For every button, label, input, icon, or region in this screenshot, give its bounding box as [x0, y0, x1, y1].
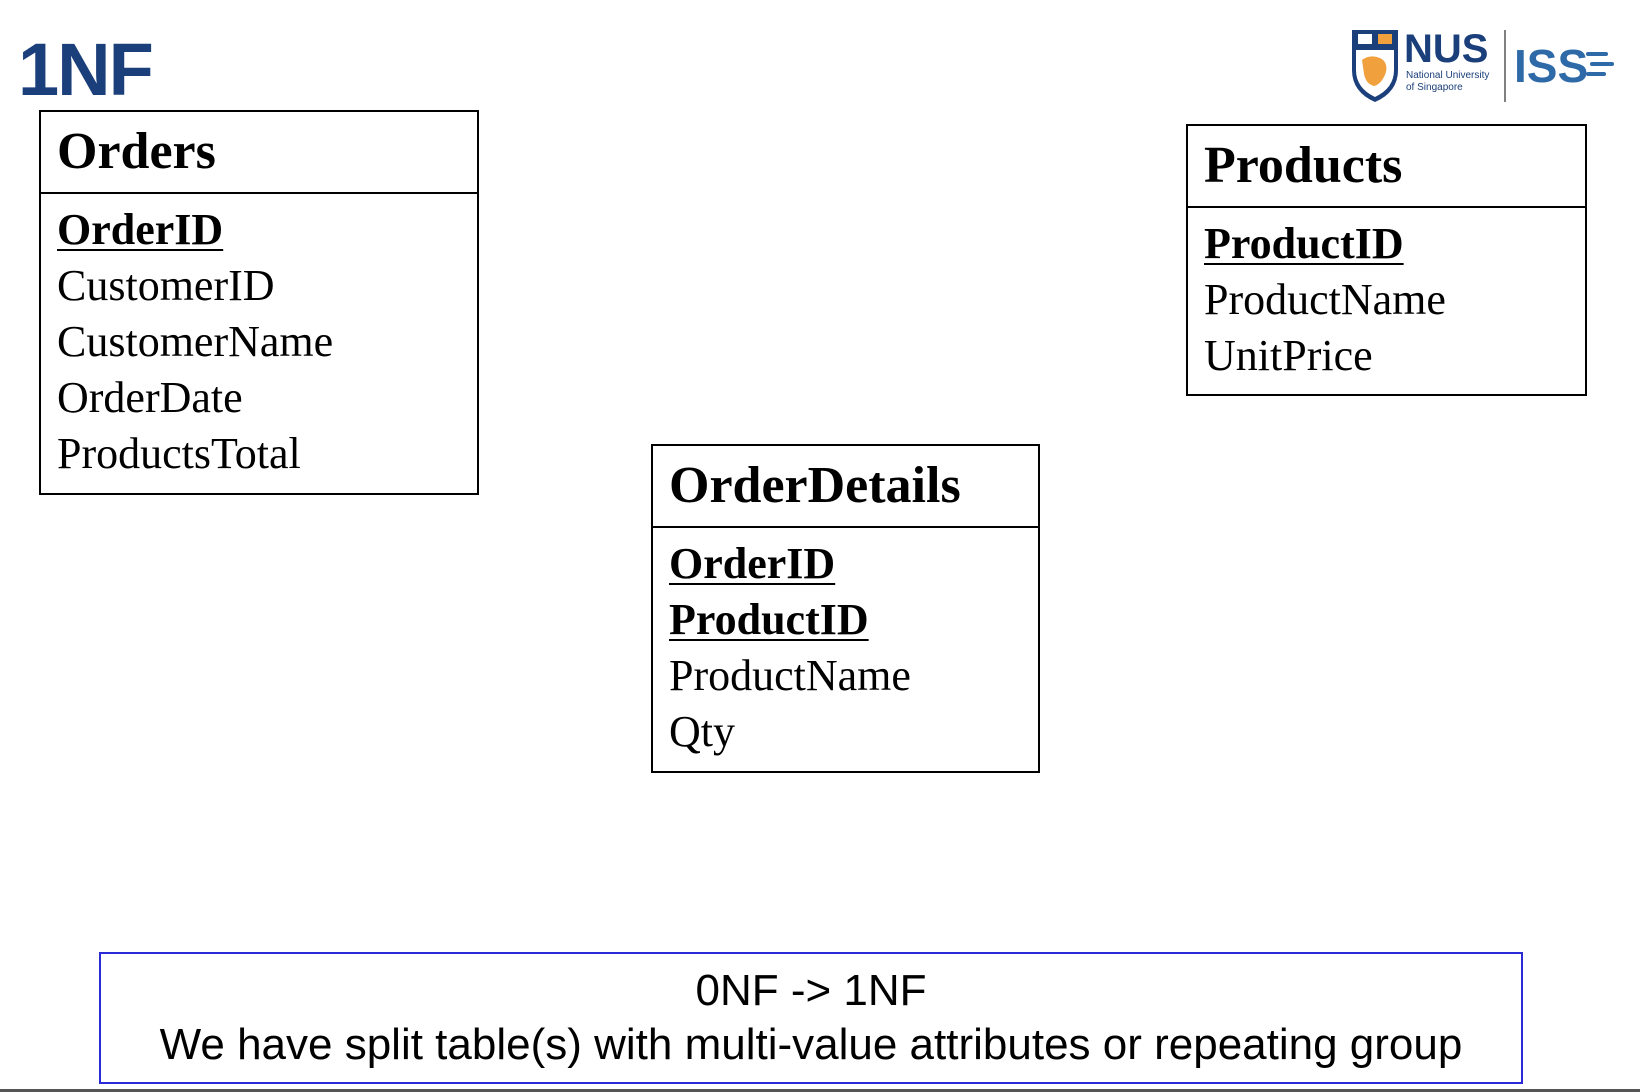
entity-title: OrderDetails [653, 446, 1038, 528]
field-primary-key: ProductID [669, 595, 869, 644]
field-primary-key: ProductID [1204, 219, 1404, 268]
field: CustomerName [57, 317, 334, 366]
field-primary-key: OrderID [669, 539, 836, 588]
iss-wordmark: ISS [1514, 40, 1588, 92]
nus-wordmark: NUS [1404, 27, 1488, 71]
field-list: OrderID ProductID ProductName Qty [653, 528, 1038, 760]
note-heading: 0NF -> 1NF [695, 966, 927, 1015]
nus-subtitle-2: of Singapore [1406, 82, 1463, 93]
field: Qty [669, 707, 735, 756]
nus-iss-logo: NUS National University of Singapore ISS [1352, 27, 1614, 102]
field: UnitPrice [1204, 331, 1373, 380]
note-text: We have split table(s) with multi-value … [159, 1020, 1463, 1069]
field-list: ProductID ProductName UnitPrice [1188, 208, 1585, 384]
field: OrderDate [57, 373, 243, 422]
page-title: 1NF [18, 28, 154, 111]
field: ProductName [1204, 275, 1446, 324]
field: ProductsTotal [57, 429, 301, 478]
summary-note: 0NF -> 1NF We have split table(s) with m… [99, 952, 1523, 1084]
entity-title: Orders [41, 112, 477, 194]
nus-subtitle-1: National University [1406, 70, 1489, 81]
nus-crest-icon [1352, 30, 1398, 102]
field-list: OrderID CustomerID CustomerName OrderDat… [41, 194, 477, 482]
entity-orderdetails: OrderDetails OrderID ProductID ProductNa… [651, 444, 1040, 773]
entity-title: Products [1188, 126, 1585, 208]
field: CustomerID [57, 261, 275, 310]
bottom-divider [0, 1089, 1640, 1092]
field: ProductName [669, 651, 911, 700]
entity-products: Products ProductID ProductName UnitPrice [1186, 124, 1587, 396]
iss-swoosh-icon [1586, 52, 1614, 76]
entity-orders: Orders OrderID CustomerID CustomerName O… [39, 110, 479, 495]
field-primary-key: OrderID [57, 205, 224, 254]
